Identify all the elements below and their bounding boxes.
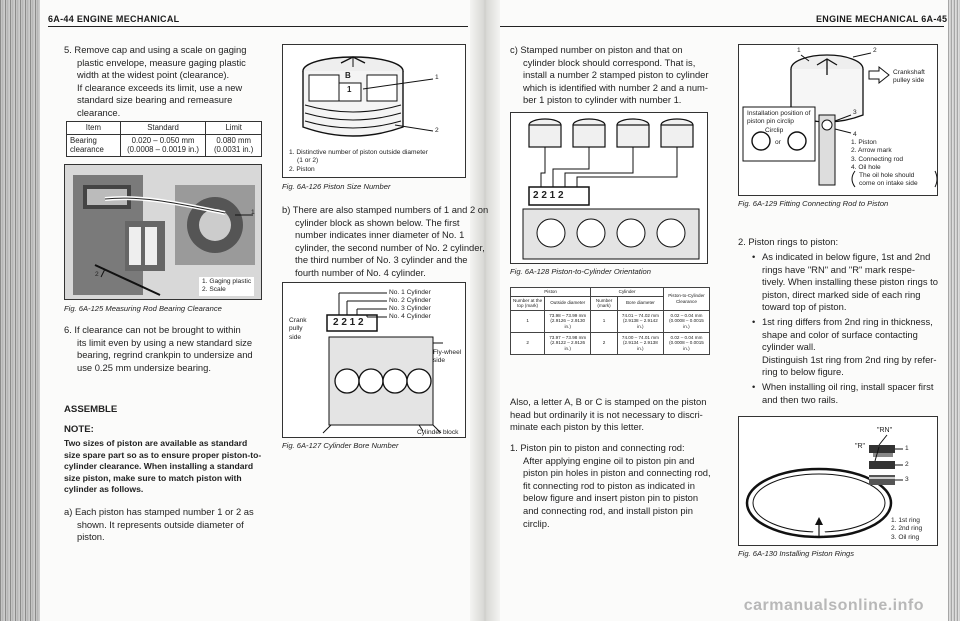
- piston-rings-illustration: [745, 434, 903, 539]
- label-no4-cylinder: No. 4 Cylinder: [389, 313, 431, 320]
- callout-2: 2: [95, 271, 99, 278]
- flywheel-side-label: Fly-wheel side: [433, 349, 462, 365]
- letter-mark-paragraph: Also, a letter A, B or C is stamped on t…: [510, 396, 707, 433]
- right-binding-edge: [948, 0, 960, 621]
- figure-6a-125: 1 2 1. Gaging plastic 2. Scale: [64, 164, 262, 300]
- figure-6a-130: "RN" "R" 1 2 3 1. 1st ring 2. 2nd ring 3…: [738, 416, 938, 546]
- step-b: b) There are also stamped numbers of 1 a…: [282, 204, 489, 278]
- callout-1: 1: [797, 47, 801, 54]
- table-row: 1 73.98 – 73.99 mm (2.9126 – 2.9130 in.)…: [509, 309, 711, 333]
- callout-2: 2: [905, 461, 909, 468]
- callout-4: 4: [853, 131, 857, 138]
- left-header-rule: [48, 26, 468, 27]
- right-page-header: ENGINE MECHANICAL 6A-45: [816, 14, 948, 24]
- left-page-header: 6A-44 ENGINE MECHANICAL: [48, 14, 180, 24]
- left-binding-edge: [0, 0, 40, 621]
- bearing-photo-illustration: [65, 165, 261, 299]
- label-no1-cylinder: No. 1 Cylinder: [389, 289, 431, 296]
- caption-fig-125: Fig. 6A-125 Measuring Rod Bearing Cleara…: [64, 304, 222, 313]
- connecting-rod-piston-illustration: [742, 52, 937, 188]
- step-2-piston-rings-title: 2. Piston rings to piston:: [738, 236, 839, 247]
- ring-mark-rn: "RN": [877, 427, 893, 434]
- figure-6a-126: B 1 1 2 1. Distinctive number of piston …: [282, 44, 466, 178]
- table-row: 2 73.97 – 73.98 mm (2.9122 – 2.9126 in.)…: [509, 331, 711, 355]
- fig130-legend: 1. 1st ring 2. 2nd ring 3. Oil ring: [891, 517, 923, 541]
- piston-cylinder-fit-table: Piston Cylinder Piston-to-Cylinder Clear…: [509, 287, 711, 355]
- block-stamp-numbers: 2 2 1 2: [533, 190, 564, 201]
- fig125-legend: 1. Gaging plastic 2. Scale: [199, 277, 255, 296]
- step-a: a) Each piston has stamped number 1 or 2…: [64, 506, 254, 543]
- ring-mark-r: "R": [855, 443, 866, 450]
- or-label: or: [775, 139, 781, 146]
- watermark: carmanualsonline.info: [743, 597, 924, 614]
- group-header-cylinder: Cylinder: [590, 287, 664, 297]
- circlip-label: Circlip: [765, 127, 784, 134]
- caption-fig-129: Fig. 6A-129 Fitting Connecting Rod to Pi…: [738, 199, 889, 208]
- label-no2-cylinder: No. 2 Cylinder: [389, 297, 431, 304]
- table-row: Bearing clearance 0.020 – 0.050 mm (0.00…: [66, 133, 262, 157]
- crank-pulley-side-label: Crank pully side: [289, 317, 307, 341]
- bearing-clearance-table: Item Standard Limit Bearing clearance 0.…: [66, 121, 262, 157]
- cylinder-stamp-numbers: 2 2 1 2: [333, 317, 364, 328]
- bullet-oil-ring: When installing oil ring, install spacer…: [752, 381, 933, 406]
- piston-number-mark: 1: [347, 85, 352, 94]
- callout-1: 1: [251, 209, 255, 216]
- installation-position-label: Installation position of piston pin circ…: [747, 110, 811, 126]
- header-cylinder-number: Number (mark): [590, 295, 618, 311]
- caption-fig-130: Fig. 6A-130 Installing Piston Rings: [738, 549, 855, 558]
- piston-illustration: [302, 56, 434, 137]
- header-clearance: Piston-to-Cylinder Clearance: [662, 287, 711, 311]
- step-c: c) Stamped number on piston and that on …: [510, 44, 709, 106]
- bullet-ring-marks: As indicated in below figure, 1st and 2n…: [752, 251, 938, 314]
- callout-2: 2: [435, 127, 439, 134]
- right-header-rule: [500, 26, 944, 27]
- cylinder-block-label: Cylinder block: [417, 429, 459, 436]
- caption-fig-126: Fig. 6A-126 Piston Size Number: [282, 182, 391, 191]
- oil-hole-note: The oil hole should come on intake side: [859, 172, 918, 188]
- piston-letter-mark: B: [345, 71, 351, 80]
- table-header-item: Item: [66, 121, 121, 135]
- fig129-legend: 1. Piston 2. Arrow mark 3. Connecting ro…: [851, 139, 904, 172]
- callout-2: 2: [873, 47, 877, 54]
- callout-3: 3: [853, 109, 857, 116]
- figure-6a-127: No. 1 Cylinder No. 2 Cylinder No. 3 Cyli…: [282, 282, 466, 438]
- label-no3-cylinder: No. 3 Cylinder: [389, 305, 431, 312]
- group-header-piston: Piston: [509, 287, 592, 297]
- figure-6a-128: 2 2 1 2: [510, 112, 708, 264]
- header-bore-diameter: Bore diameter: [616, 295, 664, 311]
- step-1-piston-pin: 1. Piston pin to piston and connecting r…: [510, 442, 711, 529]
- crankshaft-pulley-side-label: Crankshaft pulley side: [893, 69, 925, 85]
- cylinder-block-illustration: [322, 292, 443, 434]
- step-6: 6. If clearance can not be brought to wi…: [64, 324, 253, 373]
- table-header-standard: Standard: [119, 121, 207, 135]
- note-text: Two sizes of piston are available as sta…: [64, 438, 262, 494]
- section-heading-assemble: ASSEMBLE: [64, 404, 118, 415]
- callout-1: 1: [435, 74, 439, 81]
- step-5: 5. Remove cap and using a scale on gagin…: [64, 44, 247, 118]
- fig126-legend: 1. Distinctive number of piston outside …: [289, 149, 428, 173]
- piston-cylinder-orientation-illustration: [522, 118, 700, 260]
- header-piston-number: Number at the top (mark): [509, 295, 546, 311]
- note-label: NOTE:: [64, 424, 94, 435]
- center-gutter: [470, 0, 500, 621]
- figure-6a-129: 1 2 3 4 Crankshaft pulley side Installat…: [738, 44, 938, 196]
- callout-1: 1: [905, 445, 909, 452]
- callout-3: 3: [905, 476, 909, 483]
- caption-fig-127: Fig. 6A-127 Cylinder Bore Number: [282, 441, 399, 450]
- header-outside-diameter: Outside diameter: [544, 295, 592, 311]
- table-header-limit: Limit: [205, 121, 262, 135]
- caption-fig-128: Fig. 6A-128 Piston-to-Cylinder Orientati…: [510, 267, 651, 276]
- bullet-ring-difference: 1st ring differs from 2nd ring in thickn…: [752, 316, 937, 379]
